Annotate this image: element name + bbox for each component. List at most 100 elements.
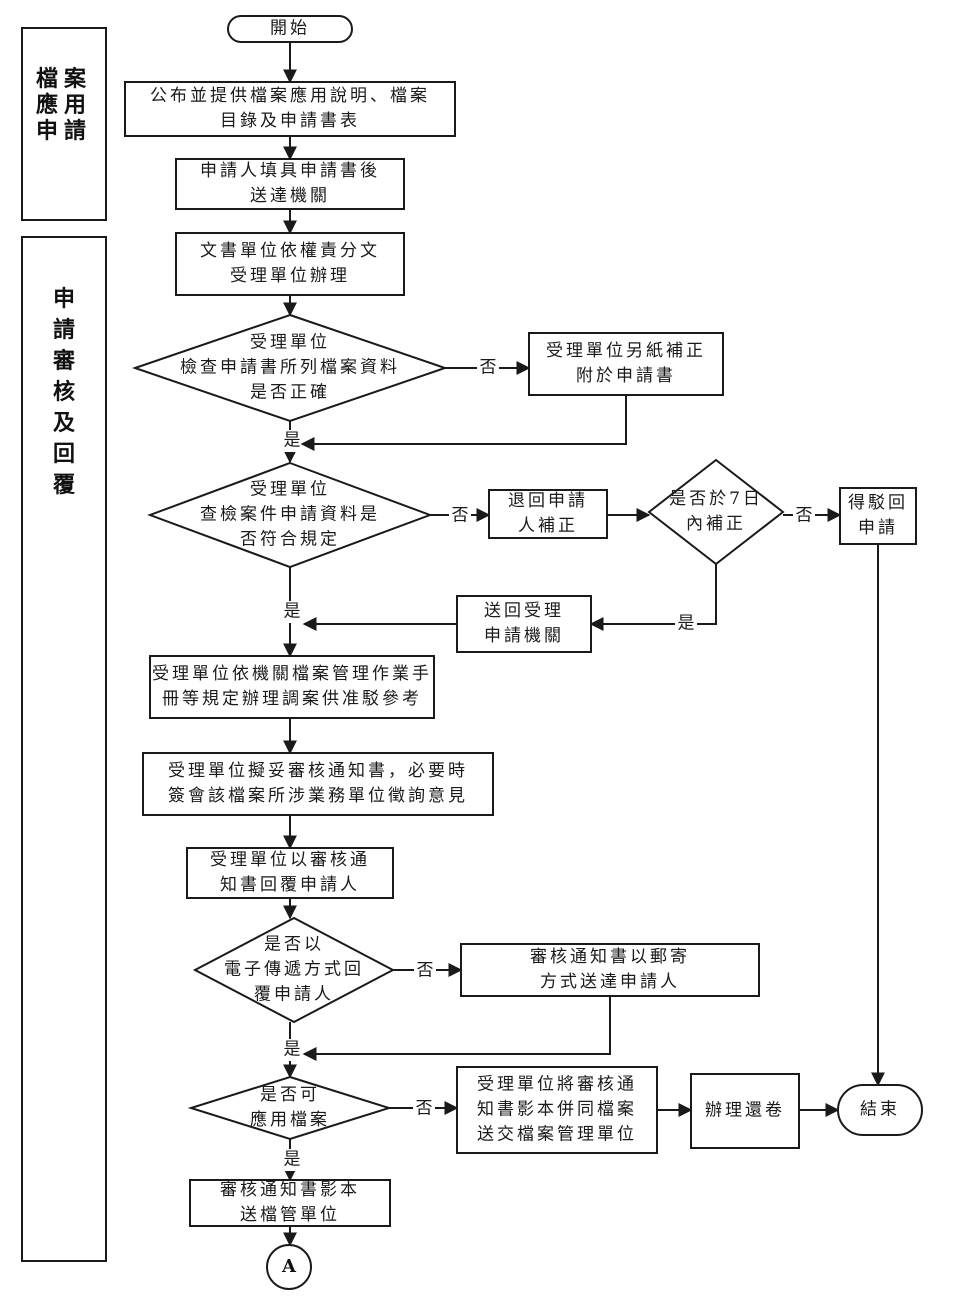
process-box bbox=[175, 232, 405, 296]
node-label: 受理單位另紙補正 bbox=[546, 341, 706, 361]
node-label: 檢查申請書所列檔案資料 bbox=[180, 358, 400, 378]
node-label: 受理單位依機關檔案管理作業手 bbox=[152, 664, 432, 684]
edge-check-rules-to-return-applicant: 否 bbox=[430, 505, 491, 527]
lane-label: 核 bbox=[53, 379, 75, 405]
edge-label-bg bbox=[281, 430, 303, 452]
edge-label: 是 bbox=[678, 614, 695, 634]
node-label: 覆申請人 bbox=[254, 985, 334, 1005]
process-box bbox=[690, 1073, 800, 1149]
edge-electronic-reply-to-can-apply: 是 bbox=[281, 1022, 303, 1079]
lane-label: 覆 bbox=[52, 473, 76, 498]
node-label: 簽會該檔案所涉業務單位徵詢意見 bbox=[168, 786, 468, 806]
edge-label: 是 bbox=[284, 1150, 301, 1170]
node-label: 目錄及申請書表 bbox=[220, 111, 360, 131]
node-label: 開始 bbox=[270, 19, 310, 39]
node-label: 冊等規定辦理調案供准駁參考 bbox=[162, 689, 422, 709]
node-label: 是否於7日 bbox=[669, 489, 763, 509]
decision-diamond bbox=[647, 458, 785, 566]
node-return-volume: 辦理還卷 bbox=[690, 1073, 800, 1149]
terminal-shape bbox=[837, 1084, 923, 1136]
edge-label: 是 bbox=[284, 1040, 301, 1060]
process-box bbox=[456, 1066, 658, 1154]
node-label: 應用檔案 bbox=[250, 1109, 330, 1130]
lane-box bbox=[21, 27, 107, 221]
decision-diamond bbox=[147, 461, 433, 569]
edge-within-7days-to-send-back: 是 bbox=[589, 564, 717, 635]
process-box bbox=[839, 487, 917, 545]
node-label: 公布並提供檔案應用說明、檔案 bbox=[150, 85, 430, 106]
node-label: 申請 bbox=[858, 518, 898, 538]
process-box bbox=[488, 489, 608, 539]
process-box bbox=[124, 81, 456, 137]
lane-label: 及 bbox=[53, 411, 76, 436]
process-box bbox=[186, 847, 394, 899]
node-label: 方式送達申請人 bbox=[540, 972, 680, 992]
lane-label: 請 bbox=[53, 317, 75, 343]
node-label: 是否可 bbox=[260, 1085, 320, 1105]
node-label: 是否正確 bbox=[250, 383, 330, 403]
edge-check-correct-to-check-rules: 是 bbox=[281, 421, 303, 464]
edge-label-bg bbox=[675, 613, 697, 635]
edge-label-bg bbox=[449, 505, 471, 527]
node-label: 是否以 bbox=[264, 935, 324, 955]
node-label: 送檔管單位 bbox=[240, 1205, 340, 1225]
edge-label: 否 bbox=[480, 358, 497, 378]
process-box bbox=[142, 752, 494, 816]
lane-label: 檔案 bbox=[36, 66, 92, 92]
node-label: 知書影本併同檔案 bbox=[477, 1100, 637, 1120]
arrow-connector bbox=[302, 996, 611, 1061]
edge-electronic-reply-to-mail-notice: 否 bbox=[393, 960, 463, 982]
node-label: 送交檔案管理單位 bbox=[477, 1125, 637, 1145]
process-box bbox=[456, 595, 592, 653]
decision-diamond bbox=[192, 916, 396, 1024]
edge-label: 否 bbox=[796, 506, 813, 526]
node-start: 開始 bbox=[227, 15, 353, 43]
node-label: 審核通知書影本 bbox=[220, 1180, 360, 1200]
edge-correct-attach-to-check-rules bbox=[300, 395, 627, 451]
edge-label: 否 bbox=[417, 961, 434, 981]
node-label: 送回受理 bbox=[484, 601, 564, 621]
edge-label-bg bbox=[281, 1149, 303, 1171]
node-label: 辦理還卷 bbox=[705, 1101, 785, 1121]
edge-check-rules-to-handle-per-manual: 是 bbox=[281, 567, 303, 658]
node-label: 附於申請書 bbox=[576, 366, 676, 386]
decision-diamond bbox=[187, 1075, 393, 1141]
edge-check-correct-to-correct-attach: 否 bbox=[445, 357, 531, 379]
node-label: 受理單位以審核通 bbox=[210, 850, 370, 870]
lane-label: 申請 bbox=[36, 118, 92, 144]
process-box bbox=[528, 332, 724, 396]
edge-can-apply-to-notice-copy: 是 bbox=[281, 1139, 303, 1182]
node-label: 退回申請 bbox=[508, 491, 588, 511]
process-box bbox=[189, 1179, 391, 1227]
node-connector-a: A bbox=[266, 1244, 312, 1290]
node-label: 文書單位依權責分文 bbox=[200, 241, 380, 261]
edge-label-bg bbox=[281, 601, 303, 623]
process-box bbox=[149, 655, 435, 719]
edge-label: 是 bbox=[284, 602, 301, 622]
node-label: 否符合規定 bbox=[240, 530, 340, 550]
node-label: 申請人填具申請書後 bbox=[200, 161, 380, 181]
node-label: 送達機關 bbox=[250, 186, 330, 206]
lane-label: 申 bbox=[53, 287, 75, 312]
node-label: 電子傳遞方式回 bbox=[224, 960, 364, 980]
node-label: A bbox=[281, 1256, 297, 1277]
process-box bbox=[460, 943, 760, 997]
edge-label-bg bbox=[413, 1098, 435, 1120]
lane-box bbox=[21, 236, 107, 1262]
